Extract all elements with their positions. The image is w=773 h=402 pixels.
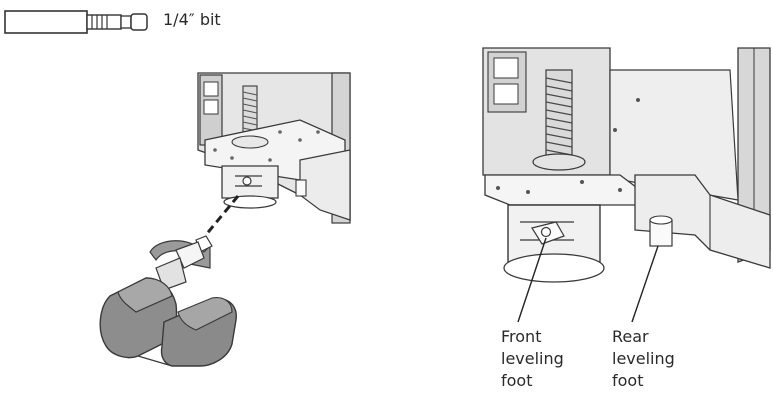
front-leveling-foot-callout: Front leveling foot <box>501 327 564 390</box>
bit-size-label: 1/4″ bit <box>163 10 221 29</box>
right-feet-illustration <box>482 47 771 323</box>
power-drill-icon <box>99 277 237 367</box>
rear-leveling-foot-callout: Rear leveling foot <box>612 327 675 390</box>
left-foot-illustration <box>99 72 351 367</box>
screwdriver-bit-icon <box>4 10 148 34</box>
